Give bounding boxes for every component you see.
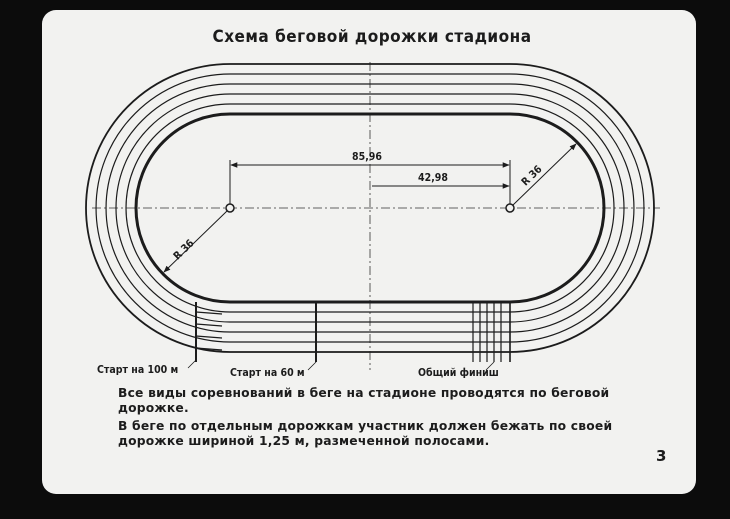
dim-radius-right: R 36 bbox=[519, 163, 545, 188]
dim-half-length: 42,98 bbox=[418, 172, 448, 184]
slide-frame bbox=[42, 10, 696, 494]
axis-lines bbox=[92, 62, 660, 370]
dim-straight-length: 85,96 bbox=[352, 151, 382, 163]
dimension-lines bbox=[163, 143, 577, 273]
label-finish: Общий финиш bbox=[418, 367, 499, 379]
start-finish-zone bbox=[195, 302, 511, 362]
left-center-point bbox=[225, 203, 235, 213]
page-number: 3 bbox=[656, 447, 667, 465]
label-start-60: Старт на 60 м bbox=[230, 367, 305, 379]
label-start-100: Старт на 100 м bbox=[97, 364, 178, 376]
right-center-point bbox=[505, 203, 515, 213]
dim-radius-left: R 36 bbox=[171, 237, 197, 262]
diagram-title: Схема беговой дорожки стадиона bbox=[212, 27, 531, 47]
label-leaders bbox=[187, 359, 495, 371]
paragraph-2: В беге по отдельным дорожкам участник до… bbox=[118, 419, 613, 448]
paragraph-1: Все виды соревнований в беге на стадионе… bbox=[118, 386, 610, 415]
